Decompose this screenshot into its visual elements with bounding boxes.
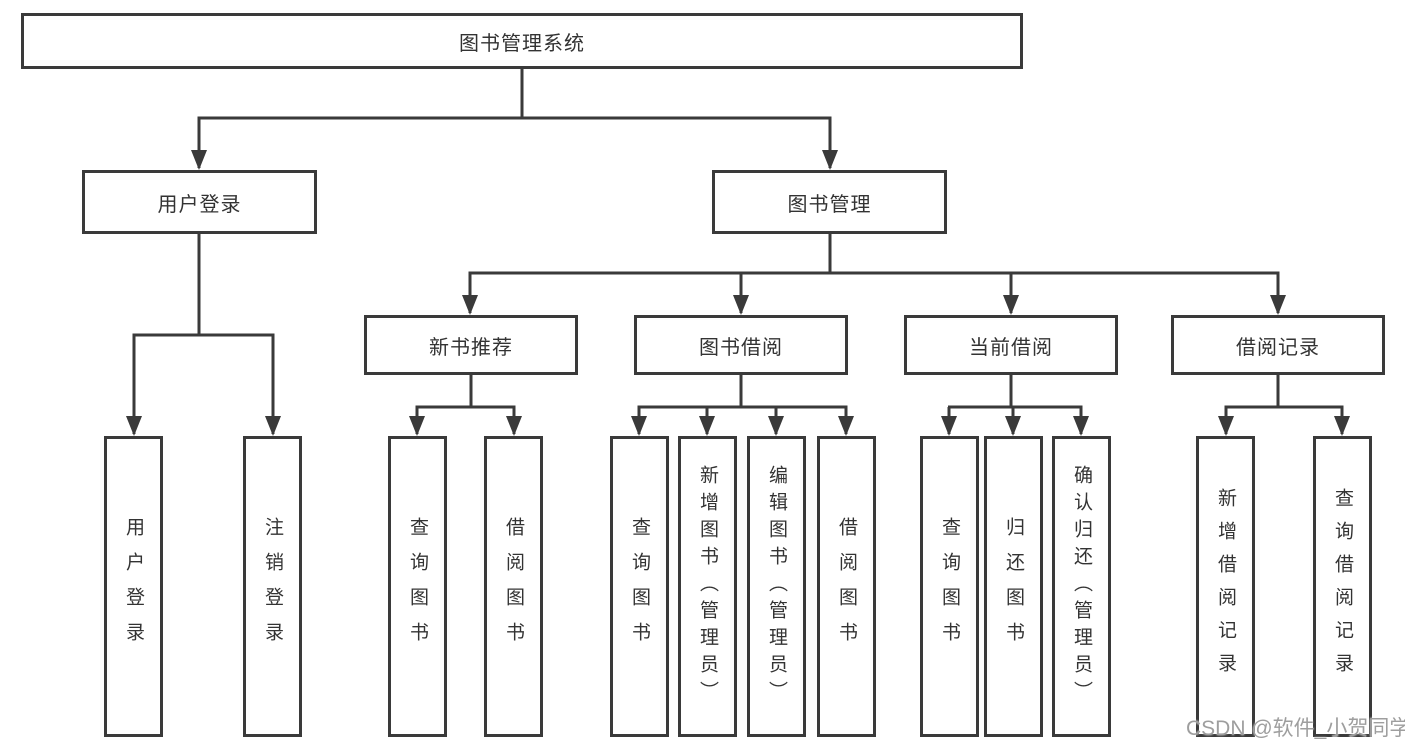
leaf-label: 查询图书: [407, 516, 428, 657]
arrowhead-down-icon: [506, 416, 522, 436]
arrowhead-down-icon: [699, 416, 715, 436]
leaf-return-books: 归还图书: [984, 436, 1043, 737]
leaf-label: 借阅图书: [836, 516, 857, 657]
leaf-logout: 注销登录: [243, 436, 302, 737]
arrowhead-down-icon: [1003, 295, 1019, 315]
arrowhead-down-icon: [822, 150, 838, 170]
leaf-query-books-current: 查询图书: [920, 436, 979, 737]
leaf-query-books-borrow: 查询图书: [610, 436, 669, 737]
leaf-label: 借阅图书: [503, 516, 524, 657]
connector-lines: [132, 69, 1344, 434]
leaf-label: 注销登录: [262, 516, 283, 657]
arrowhead-down-icon: [838, 416, 854, 436]
leaf-label: 新增图书（管理员）: [697, 465, 718, 708]
leaf-label: 查询图书: [629, 516, 650, 657]
node-label: 用户登录: [157, 193, 242, 216]
leaf-label: 查询借阅记录: [1332, 487, 1353, 686]
arrowhead-down-icon: [1005, 416, 1021, 436]
leaf-edit-books-admin: 编辑图书（管理员）: [747, 436, 806, 737]
arrowhead-down-icon: [265, 416, 281, 436]
arrowhead-down-icon: [126, 416, 142, 436]
node-label: 借阅记录: [1236, 336, 1320, 359]
node-label: 图书管理系统: [459, 32, 585, 55]
leaf-add-books-admin: 新增图书（管理员）: [678, 436, 737, 737]
csdn-watermark: CSDN @软件_小贺同学: [1186, 717, 1405, 740]
leaf-query-borrow-record: 查询借阅记录: [1313, 436, 1372, 737]
arrowhead-down-icon: [462, 295, 478, 315]
node-current-borrowing: 当前借阅: [904, 315, 1118, 375]
arrowhead-down-icon: [1270, 295, 1286, 315]
arrowhead-down-icon: [1073, 416, 1089, 436]
node-user-login: 用户登录: [82, 170, 317, 234]
leaf-label: 确认归还（管理员）: [1071, 465, 1092, 708]
node-label: 新书推荐: [429, 336, 513, 359]
node-book-borrowing: 图书借阅: [634, 315, 848, 375]
leaf-add-borrow-record: 新增借阅记录: [1196, 436, 1255, 737]
arrowhead-down-icon: [631, 416, 647, 436]
node-book-management: 图书管理: [712, 170, 947, 234]
arrowhead-down-icon: [733, 295, 749, 315]
leaf-label: 查询图书: [939, 516, 960, 657]
node-borrowing-records: 借阅记录: [1171, 315, 1385, 375]
leaf-borrow-books: 借阅图书: [817, 436, 876, 737]
leaf-query-books-recommend: 查询图书: [388, 436, 447, 737]
node-root-library-management-system: 图书管理系统: [21, 13, 1023, 69]
arrowhead-down-icon: [409, 416, 425, 436]
arrowhead-down-icon: [191, 150, 207, 170]
leaf-label: 编辑图书（管理员）: [766, 465, 787, 708]
arrowhead-down-icon: [768, 416, 784, 436]
leaf-user-login: 用户登录: [104, 436, 163, 737]
node-label: 图书管理: [787, 193, 872, 216]
arrowhead-down-icon: [1218, 416, 1234, 436]
arrowheads: [126, 150, 1350, 436]
arrowhead-down-icon: [1334, 416, 1350, 436]
leaf-confirm-return-admin: 确认归还（管理员）: [1052, 436, 1111, 737]
leaf-borrow-books-recommend: 借阅图书: [484, 436, 543, 737]
leaf-label: 归还图书: [1003, 516, 1024, 657]
leaf-label: 用户登录: [123, 516, 144, 657]
node-label: 图书借阅: [699, 336, 783, 359]
node-label: 当前借阅: [969, 336, 1053, 359]
leaf-label: 新增借阅记录: [1215, 487, 1236, 686]
arrowhead-down-icon: [941, 416, 957, 436]
node-new-book-recommendation: 新书推荐: [364, 315, 578, 375]
